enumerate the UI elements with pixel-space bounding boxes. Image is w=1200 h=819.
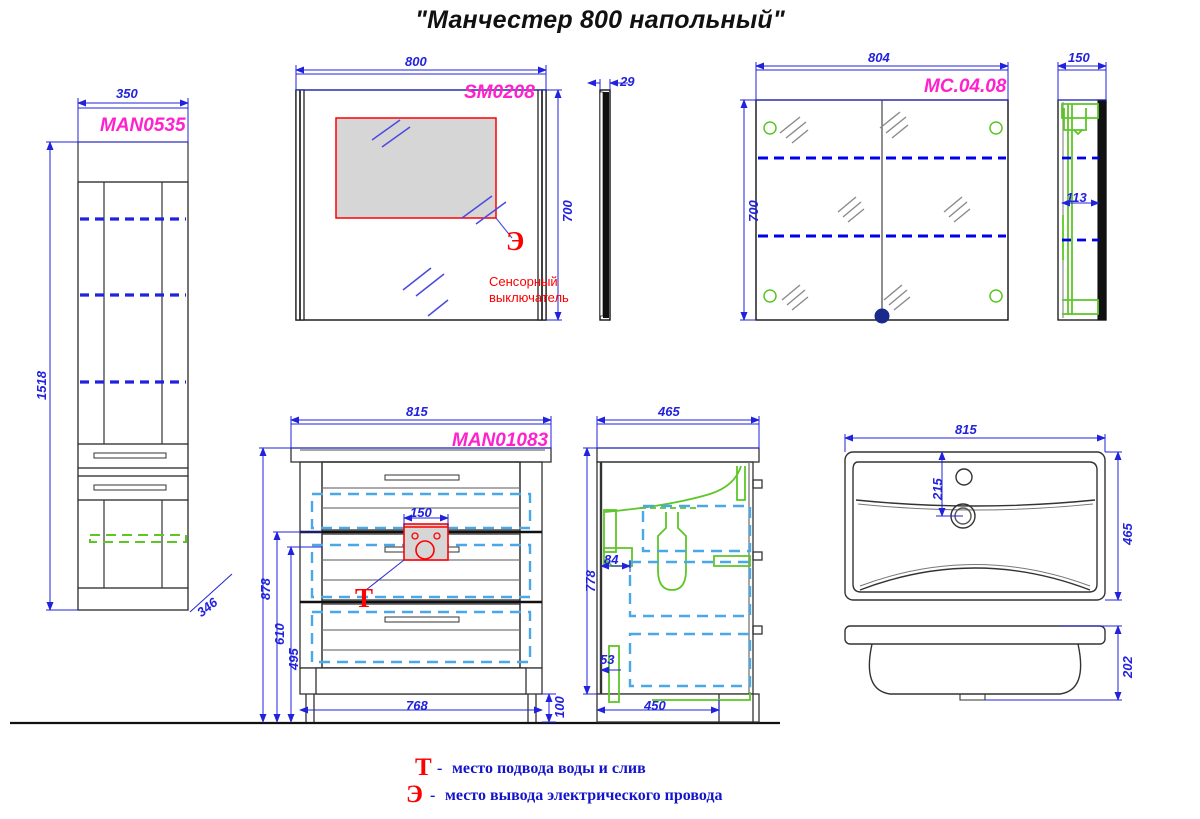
wall-cabinet-side-shelves: [1062, 156, 1099, 242]
vanity-base-width-label: 768: [406, 698, 428, 713]
washbasin-tap-offset-label: 215: [930, 478, 945, 500]
tall-cabinet-hidden-shelves: [80, 217, 186, 384]
vanity-side-lower-label: 53: [600, 652, 615, 667]
mirror-thickness-label: 29: [620, 74, 635, 89]
washbasin-side-dimensions: [985, 625, 1122, 701]
view-mirror-side: [599, 89, 611, 321]
mirror-sensor-note-line2: выключатель: [489, 290, 569, 305]
view-washbasin-top: [844, 451, 1106, 601]
vanity-dimensions: [259, 416, 556, 723]
view-tall-cabinet: [77, 141, 189, 611]
vanity-detail-width-label: 150: [410, 505, 432, 520]
vanity-side-upper-label: 84: [604, 552, 619, 567]
wall-cabinet-glints: [779, 111, 971, 311]
tall-cabinet-code: MAN0535: [100, 115, 186, 136]
vanity-base-height-label: 100: [552, 696, 567, 718]
legend-marker-electric: Э: [406, 781, 423, 808]
wall-cabinet-code: MC.04.08: [924, 76, 1007, 97]
mirror-code: SM0208: [464, 82, 535, 103]
vanity-side-hidden-drawers: [628, 504, 752, 688]
legend-text-water: место подвода воды и слив: [452, 760, 646, 777]
vanity-low-height-label: 495: [286, 648, 301, 670]
wall-cabinet-side-dimensions: [1057, 62, 1107, 207]
legend-dash-water: -: [437, 760, 443, 777]
washbasin-height-label: 202: [1120, 656, 1135, 678]
mirror-height-label: 700: [560, 200, 575, 222]
mirror-side-dimensions: [587, 79, 628, 90]
wall-cabinet-shelf-depth-label: 113: [1066, 190, 1087, 205]
washbasin-top-dimensions: [844, 434, 1122, 601]
vanity-detail-dimension: [403, 514, 449, 526]
vanity-height-label: 878: [258, 578, 273, 600]
view-mirror: [295, 89, 547, 321]
wall-cabinet-depth-label: 150: [1068, 50, 1090, 65]
vanity-water-detail: [365, 523, 449, 591]
tall-cabinet-height-label: 1518: [34, 371, 49, 400]
tall-cabinet-green-rail: [89, 534, 187, 543]
tall-cabinet-dimensions: [46, 98, 233, 613]
mirror-elec-marker: Э: [506, 226, 525, 256]
view-washbasin-side: [844, 625, 1106, 701]
wall-cabinet-hidden-shelves: [758, 156, 1006, 238]
view-vanity-front: [290, 447, 552, 722]
vanity-mid-height-label: 610: [272, 623, 287, 645]
vanity-width-label: 815: [406, 404, 428, 419]
mirror-width-label: 800: [405, 54, 427, 69]
vanity-side-dimensions: [583, 416, 760, 716]
mirror-dimensions: [295, 65, 562, 321]
washbasin-width-label: 815: [955, 422, 977, 437]
mirror-sensor-note-line1: Сенсорный: [489, 274, 558, 289]
legend-text-electric: место вывода электрического провода: [445, 787, 723, 804]
tall-cabinet-width-label: 350: [116, 86, 138, 101]
vanity-code: MAN01083: [452, 430, 549, 451]
wall-cabinet-hinges: [763, 121, 1003, 303]
mirror-glass-glints: [371, 119, 507, 317]
vanity-side-height-label: 778: [583, 570, 598, 592]
drawing-title: "Манчестер 800 напольный": [415, 6, 785, 34]
wall-cabinet-dimensions: [740, 62, 1009, 321]
view-wall-cabinet-side: [1057, 99, 1107, 321]
washbasin-depth-label: 465: [1120, 523, 1135, 545]
vanity-side-depth-label: 465: [658, 404, 680, 419]
vanity-side-plumbing: [603, 465, 751, 703]
vanity-side-base-label: 450: [644, 698, 666, 713]
wall-cabinet-side-green: [1061, 103, 1099, 315]
vanity-water-marker: T: [355, 583, 374, 613]
legend-marker-water: Т: [415, 754, 432, 781]
wall-cabinet-height-label: 700: [746, 200, 761, 222]
mirror-callout-leaders: [495, 217, 513, 239]
legend-dash-electric: -: [430, 787, 436, 804]
wall-cabinet-width-label: 804: [868, 50, 890, 65]
